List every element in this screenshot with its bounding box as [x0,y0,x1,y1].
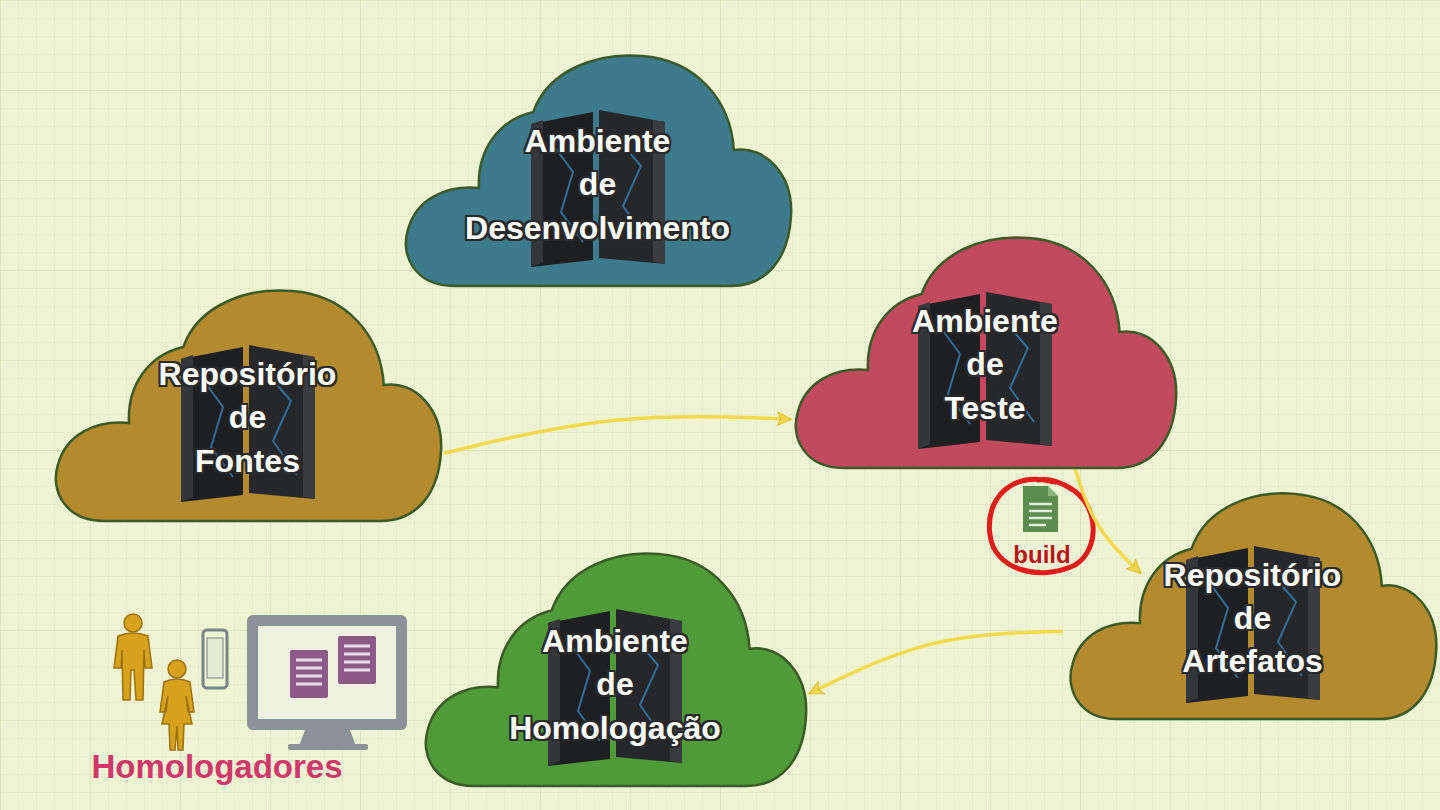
drawing-part [290,650,328,698]
person-figure [114,614,152,700]
drawing-part [168,660,186,678]
artifact-label: build [1002,541,1082,569]
flow-connector-group [445,417,790,453]
drawing-part [296,683,322,686]
drawing-part [124,614,142,632]
drawing-part [1029,524,1046,527]
flow-connector-group [1075,467,1140,572]
drawing-part [1048,486,1058,496]
cloud-node: Ambiente de Homologação [420,548,810,790]
drawing-part [1023,486,1058,532]
person-figure [160,660,194,750]
drawing-part [258,626,396,719]
drawing-part [1029,510,1052,513]
cloud-node: Ambiente de Teste [790,232,1180,472]
phone-icon [203,630,227,688]
flow-arrow [445,417,790,453]
node-label: Ambiente de Homologação [420,620,810,750]
drawing-part [296,659,322,662]
drawing-part [207,638,223,678]
drawing-part [247,615,407,730]
node-label: Ambiente de Desenvolvimento [400,120,795,250]
node-label: Ambiente de Teste [790,300,1180,430]
drawing-part [203,630,227,688]
node-label: Repositório de Artefatos [1065,554,1440,684]
drawing-part [1029,517,1052,520]
cloud-node: Ambiente de Desenvolvimento [400,50,795,290]
highlight-circle [989,479,1093,572]
drawing-part [160,679,194,750]
drawing-part [338,636,376,684]
cloud-node: Repositório de Artefatos [1065,488,1440,723]
drawing-part [344,646,370,670]
drawing-part [344,645,370,648]
node-label: Repositório de Fontes [50,353,445,483]
flow-arrow [810,631,1061,693]
actor-label: Homologadores [82,748,352,786]
flow-connector-group [810,631,1061,693]
drawing-part [296,667,322,670]
drawing-part [296,675,322,678]
cloud-node: Repositório de Fontes [50,285,445,525]
drawing-part [114,633,152,700]
drawing-part [1029,503,1052,506]
drawing-part [344,661,370,664]
drawing-part [1029,504,1052,525]
drawing-part [299,730,356,746]
flow-arrow [1075,467,1140,572]
monitor-icon [247,615,407,750]
drawing-part [296,660,322,684]
drawing-part [344,653,370,656]
drawing-part [344,669,370,672]
build-document-icon [1023,486,1058,532]
document-icon [290,636,376,698]
